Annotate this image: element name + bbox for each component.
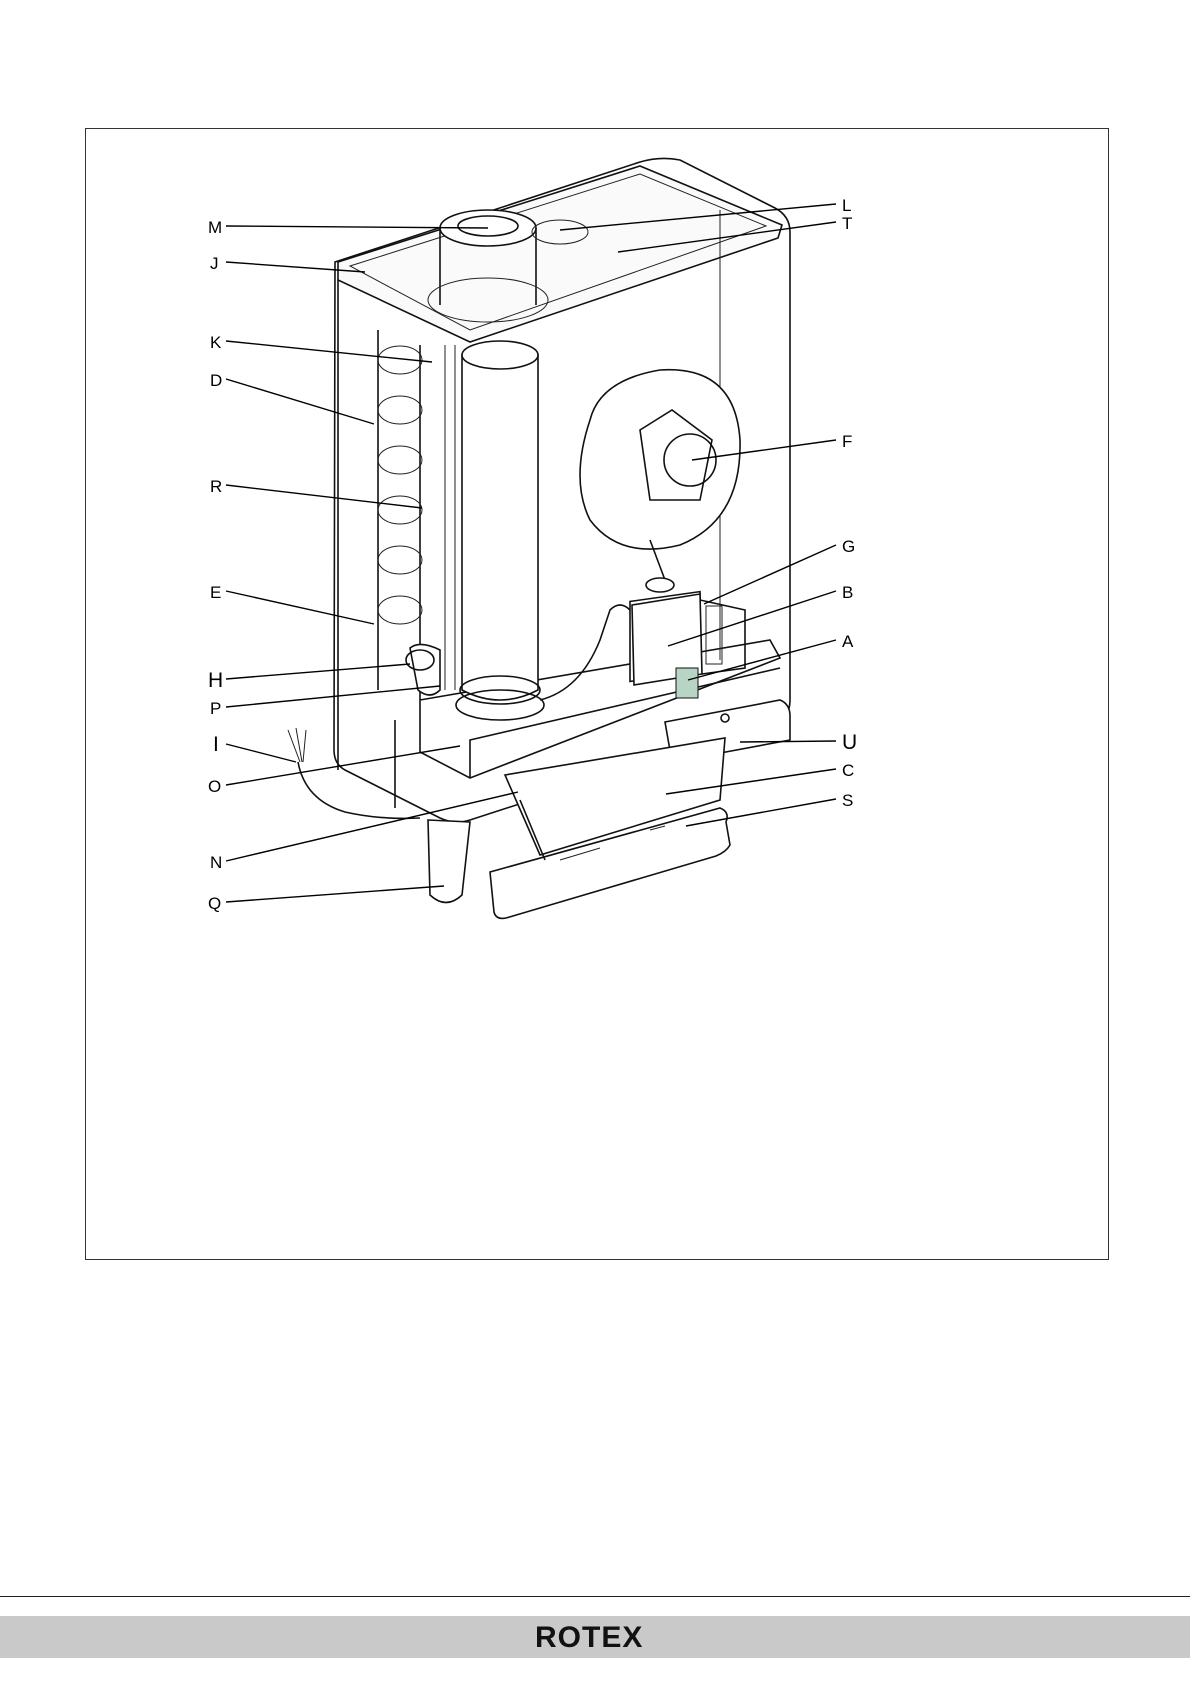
callout-label-B: B <box>842 583 853 602</box>
leader-D <box>226 379 374 424</box>
callout-label-E: E <box>210 583 221 602</box>
callout-label-T: T <box>842 214 852 233</box>
leader-I <box>226 744 296 762</box>
callout-label-Q: Q <box>208 894 221 913</box>
footer-rule <box>0 1596 1190 1597</box>
leader-E <box>226 591 374 624</box>
callout-label-G: G <box>842 537 855 556</box>
callout-label-C: C <box>842 761 854 780</box>
callout-label-U: U <box>842 731 857 754</box>
callout-label-N: N <box>210 853 222 872</box>
callout-label-I: I <box>213 733 219 756</box>
callout-label-L: L <box>842 196 851 215</box>
callout-label-D: D <box>210 371 222 390</box>
callout-label-R: R <box>210 477 222 496</box>
callout-label-O: O <box>208 777 221 796</box>
callout-label-M: M <box>208 218 222 237</box>
brand-logo: ROTEX <box>535 1621 643 1655</box>
leader-N <box>226 792 518 861</box>
leader-P <box>226 686 440 707</box>
callout-label-P: P <box>210 699 221 718</box>
leader-U <box>740 741 836 742</box>
callout-label-S: S <box>842 791 853 810</box>
callout-label-J: J <box>210 254 219 273</box>
leader-O <box>226 746 460 785</box>
callout-label-K: K <box>210 333 222 352</box>
callout-label-H: H <box>208 669 223 692</box>
leader-K <box>226 341 432 362</box>
leader-H <box>226 664 410 679</box>
callout-label-A: A <box>842 632 854 651</box>
callout-label-F: F <box>842 432 852 451</box>
leader-Q <box>226 886 444 902</box>
leader-G <box>704 545 836 604</box>
